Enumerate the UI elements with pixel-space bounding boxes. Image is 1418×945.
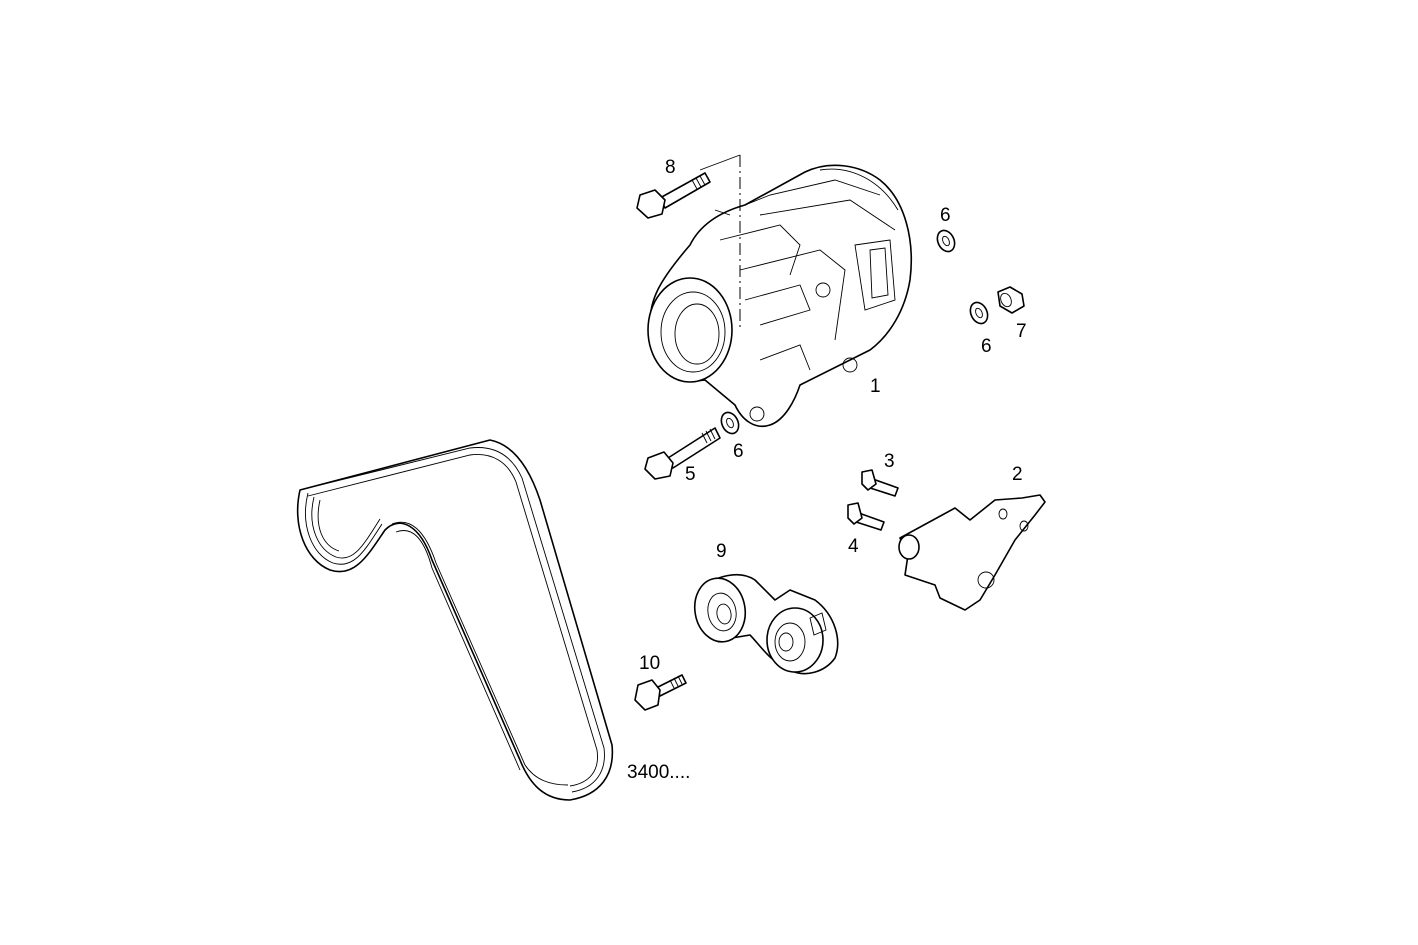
reference-code: 3400....: [627, 762, 691, 783]
bracket-2: [898, 494, 1046, 611]
callout-4: 4: [848, 536, 859, 557]
callout-6-upper: 6: [940, 205, 951, 226]
callout-6-lower: 6: [733, 441, 744, 462]
callout-1: 1: [870, 376, 881, 397]
washer-6-lower: [720, 411, 740, 435]
nut-7: [997, 286, 1025, 314]
poly-v-belt: [296, 439, 614, 801]
callout-5: 5: [685, 464, 696, 485]
callout-7: 7: [1016, 321, 1027, 342]
callout-10: 10: [639, 653, 661, 674]
callout-9: 9: [716, 541, 727, 562]
callout-2: 2: [1012, 464, 1023, 485]
callout-8: 8: [665, 157, 676, 178]
washer-6-upper: [936, 229, 956, 253]
belt-tensioner-9: [693, 574, 839, 675]
bolt-10: [634, 674, 687, 711]
bolt-5: [644, 427, 721, 480]
bolt-4: [847, 502, 885, 531]
alternator: [647, 164, 913, 427]
washer-6-right: [969, 301, 989, 325]
bolt-3: [861, 469, 899, 497]
callout-3: 3: [884, 451, 895, 472]
callout-6-right: 6: [981, 336, 992, 357]
bolt-8: [636, 172, 711, 219]
